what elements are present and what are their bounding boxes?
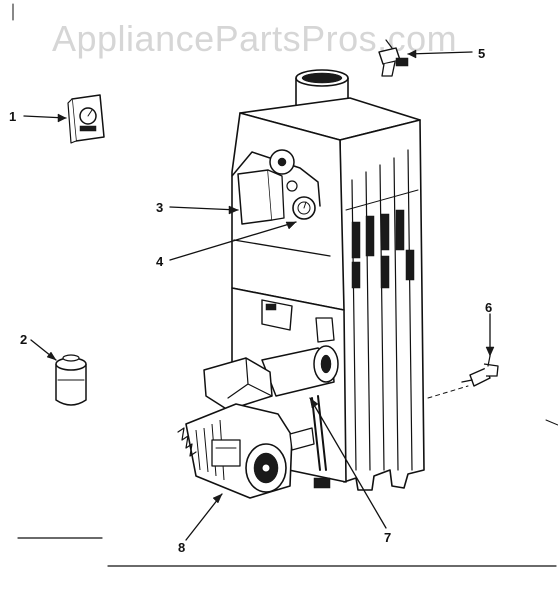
callout-1: 1 — [9, 109, 16, 124]
part-5-fitting[interactable] — [378, 39, 409, 77]
part-4-gauge[interactable] — [292, 196, 316, 220]
callout-6: 6 — [485, 300, 492, 315]
part-2-oil-filter[interactable] — [55, 354, 87, 406]
part-7-burner-tube[interactable] — [261, 317, 339, 471]
callout-numbers: 1 2 3 4 5 6 7 8 — [9, 46, 492, 555]
part-6-valve[interactable] — [427, 355, 499, 399]
corner-marks — [12, 3, 558, 567]
part-3-limit-control[interactable] — [237, 149, 298, 225]
part-1-thermostat[interactable] — [67, 94, 105, 144]
callout-2: 2 — [20, 332, 27, 347]
callout-7: 7 — [384, 530, 391, 545]
part-8-oil-burner[interactable] — [177, 357, 331, 499]
callout-5: 5 — [478, 46, 485, 61]
callout-3: 3 — [156, 200, 163, 215]
leader-arrowheads — [46, 49, 495, 504]
callout-4: 4 — [156, 254, 164, 269]
callout-8: 8 — [178, 540, 185, 555]
leader-lines — [23, 51, 491, 541]
